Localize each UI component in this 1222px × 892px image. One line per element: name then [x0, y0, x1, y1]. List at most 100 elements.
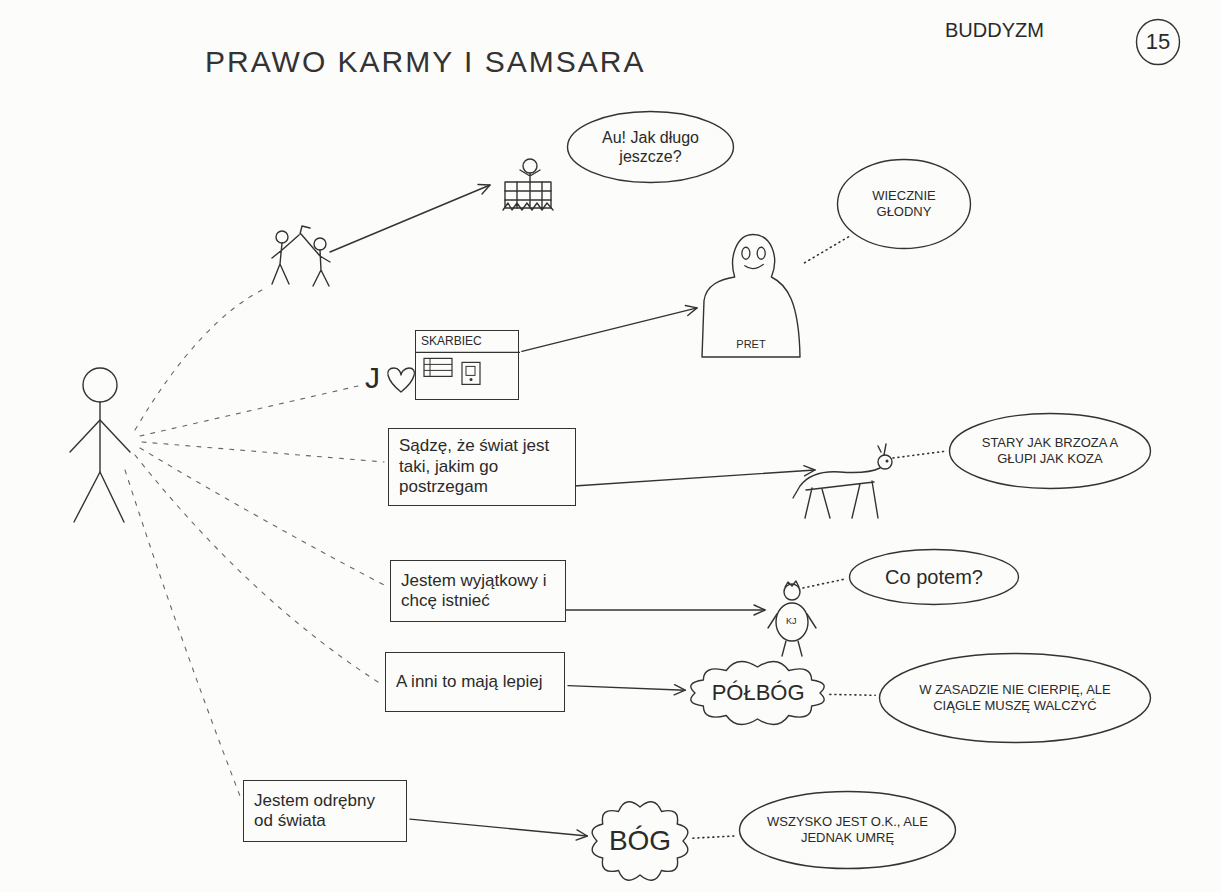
speech-bubble: W ZASADZIE NIE CIERPIĘ, ALE CIĄGLE MUSZĘ…: [878, 652, 1152, 744]
connector-line: [805, 236, 851, 263]
header-rule: [416, 352, 520, 353]
node-text: 15: [1146, 29, 1170, 55]
person-legs: [74, 472, 124, 522]
node-text: Jestem wyjątkowy i chcę istnieć: [401, 571, 555, 612]
goat-horn: [878, 444, 886, 455]
thought-box: A inni to mają lepiej: [385, 652, 565, 712]
connector-line: [693, 836, 736, 838]
section-label: BUDDYZM: [945, 18, 1044, 42]
bubble-outline: [879, 654, 1150, 743]
person-body: [99, 402, 100, 472]
heart-symbol: [388, 368, 415, 392]
arrowhead: [576, 830, 587, 840]
dashed-leader: [135, 288, 266, 430]
arrow-line: [574, 470, 815, 486]
dashed-leader: [140, 386, 358, 436]
node-outline: [566, 110, 735, 184]
ghost-eye: [742, 247, 750, 259]
dotted-connector: [805, 236, 851, 263]
arrowhead: [674, 685, 685, 695]
diagram-title: PRAWO KARMY I SAMSARA: [205, 44, 645, 80]
connector-line: [568, 686, 685, 691]
arrowhead: [754, 605, 765, 615]
coin-lines: [424, 358, 452, 376]
bubble-outline: [739, 792, 955, 869]
human-limbs: [768, 614, 816, 656]
dotted-leader: [803, 579, 845, 588]
dashed-leaders: [125, 288, 386, 796]
speech-bubble: STARY JAK BRZOZA A GŁUPI JAK KOZA: [948, 412, 1152, 490]
dotted-connector: [693, 836, 736, 838]
figure-initials: KJ: [786, 616, 797, 627]
dotted-leader: [893, 451, 947, 458]
node-text: A inni to mają lepiej: [396, 672, 542, 692]
speech-bubble: WIECZNIE GŁODNY: [836, 158, 972, 250]
node-text: WSZYSKO JEST O.K., ALE JEDNAK UMRĘ: [766, 814, 928, 845]
node-text: Sądzę, że świat jest taki, jakim go post…: [399, 436, 565, 497]
safe-door: [466, 366, 475, 375]
coin-stack: [424, 358, 452, 376]
human-body: [776, 603, 808, 641]
node-text: SKARBIEC: [421, 334, 482, 348]
arrowhead: [478, 185, 490, 195]
bubble-outline: [1137, 20, 1180, 65]
thought-box: Jestem odrębny od świata: [243, 780, 407, 842]
safe-knob: [470, 378, 473, 381]
arrow-line: [564, 609, 765, 610]
arrow-connector: [522, 306, 697, 352]
dotted-connector: [830, 694, 875, 696]
dashed-leader: [140, 448, 386, 586]
node-text: W ZASADZIE NIE CIERPIĘ, ALE CIĄGLE MUSZĘ…: [914, 682, 1117, 713]
safe-icon: [462, 362, 480, 384]
dashed-leader: [142, 442, 384, 462]
arrow-connector: [568, 685, 685, 695]
letter-label: J: [365, 360, 380, 396]
person-head: [83, 368, 117, 402]
dashed-leader: [135, 455, 381, 684]
node-text: BÓG: [609, 824, 671, 858]
preta-figure: PRET: [700, 232, 802, 357]
arrow-connector: [410, 819, 587, 840]
speech-bubble: Co potem?: [848, 548, 1020, 606]
person-arms: [70, 420, 130, 452]
node-text: PRET: [736, 338, 765, 351]
dancer-head: [276, 231, 288, 243]
node-text: PÓŁBÓG: [712, 680, 804, 706]
thought-box: Jestem wyjątkowy i chcę istnieć: [390, 560, 566, 622]
arrowhead: [804, 466, 815, 476]
ink-drawing: [70, 159, 947, 796]
arrowhead: [685, 306, 697, 316]
human-hair: [785, 581, 799, 587]
hell-being-head: [523, 159, 537, 173]
ghost-outline: [702, 235, 800, 358]
bubble-outline: [837, 160, 970, 249]
speech-bubble: Au! Jak długo jeszcze?: [566, 110, 735, 184]
dancer-body: [272, 235, 299, 284]
node-text: STARY JAK BRZOZA A GŁUPI JAK KOZA: [975, 435, 1126, 466]
cloud-outline: [691, 661, 824, 724]
dashed-leader: [125, 470, 240, 796]
ghost-eye: [757, 247, 765, 259]
connector-line: [522, 308, 697, 351]
speech-bubble: WSZYSKO JEST O.K., ALE JEDNAK UMRĘ: [738, 790, 957, 870]
node-text: Jestem odrębny od świata: [254, 791, 396, 832]
realm-cloud: BÓG: [590, 800, 690, 882]
cloud-outline: [592, 802, 688, 880]
treasury-box: SKARBIEC: [415, 330, 519, 400]
hell-being-body: [520, 170, 540, 182]
realm-cloud: PÓŁBÓG: [688, 660, 827, 726]
bubble-outline: [850, 550, 1019, 605]
goat-head: [878, 455, 892, 469]
dancer-body: [300, 226, 330, 286]
goat-eye: [886, 460, 888, 462]
thought-box: Sądzę, że świat jest taki, jakim go post…: [388, 428, 576, 506]
page-number-circle: 15: [1135, 18, 1181, 66]
node-text: Au! Jak długo jeszcze?: [588, 128, 713, 166]
arrow-line: [330, 185, 490, 252]
bubble-outline: [950, 414, 1151, 489]
node-text: WIECZNIE GŁODNY: [854, 188, 955, 219]
connector-line: [830, 694, 875, 696]
hell-flames: [503, 182, 553, 210]
goat-body: [793, 468, 880, 518]
bubble-outline: [567, 112, 733, 183]
